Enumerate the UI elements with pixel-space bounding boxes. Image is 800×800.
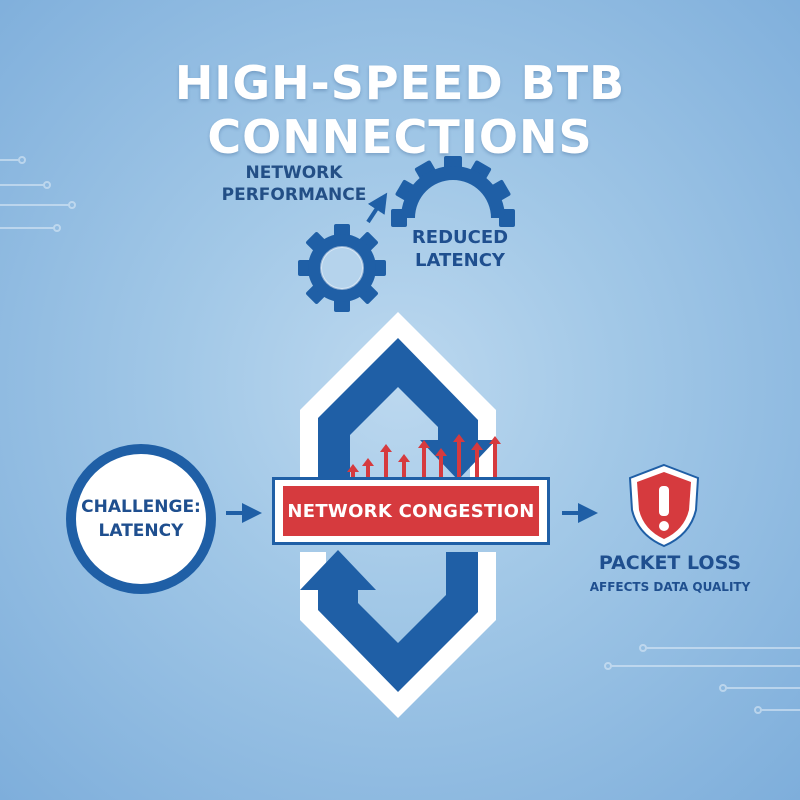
challenge-label: CHALLENGE: LATENCY [81,495,201,543]
packet-loss-subtitle: AFFECTS DATA QUALITY [589,580,751,594]
cycle-arrow-icon-top [300,312,496,480]
network-performance-label: NETWORK PERFORMANCE [214,162,374,206]
reduced-latency-line-2: LATENCY [415,250,505,271]
traffic-spike-head [471,442,483,450]
traffic-spike-bar [493,442,497,478]
traffic-spike-head [489,436,501,444]
packet-loss-label: PACKET LOSS [598,552,742,574]
traffic-spike-bar [475,448,479,478]
reduced-latency-line-1: REDUCED [411,227,509,248]
traffic-spike-head [453,434,465,442]
traffic-spike-head [362,458,374,466]
circuit-trace-right [604,644,800,714]
challenge-circle: CHALLENGE: LATENCY [66,444,216,594]
traffic-spike-bar [422,446,426,478]
gear-icon-small [298,224,386,312]
traffic-spike-bar [351,470,355,478]
traffic-spike-head [347,464,359,472]
gear-arrow [366,192,388,224]
challenge-line-2: LATENCY [98,521,184,541]
circuit-trace-left [0,156,76,232]
shield-alert-icon [628,463,700,548]
traffic-spike-head [398,454,410,462]
network-performance-line-1: NETWORK [245,163,343,183]
traffic-spike-icon [347,434,501,478]
gear-icon-large [391,156,515,227]
traffic-spike-bar [384,450,388,478]
traffic-spike-head [418,440,430,448]
network-congestion-label: NETWORK CONGESTION [283,486,539,536]
reduced-latency-label: REDUCED LATENCY [395,226,525,272]
traffic-spike-bar [457,440,461,478]
page-title: HIGH-SPEED BTB CONNECTIONS [174,56,626,164]
cycle-arrow-icon-bottom [300,550,496,718]
network-congestion-box: NETWORK CONGESTION [272,477,550,545]
traffic-spike-bar [439,454,443,478]
traffic-spike-head [380,444,392,452]
traffic-spike-bar [402,460,406,478]
challenge-line-1: CHALLENGE: [81,497,201,517]
traffic-spike-bar [366,464,370,478]
traffic-spike-head [435,448,447,456]
network-performance-line-2: PERFORMANCE [221,185,367,205]
